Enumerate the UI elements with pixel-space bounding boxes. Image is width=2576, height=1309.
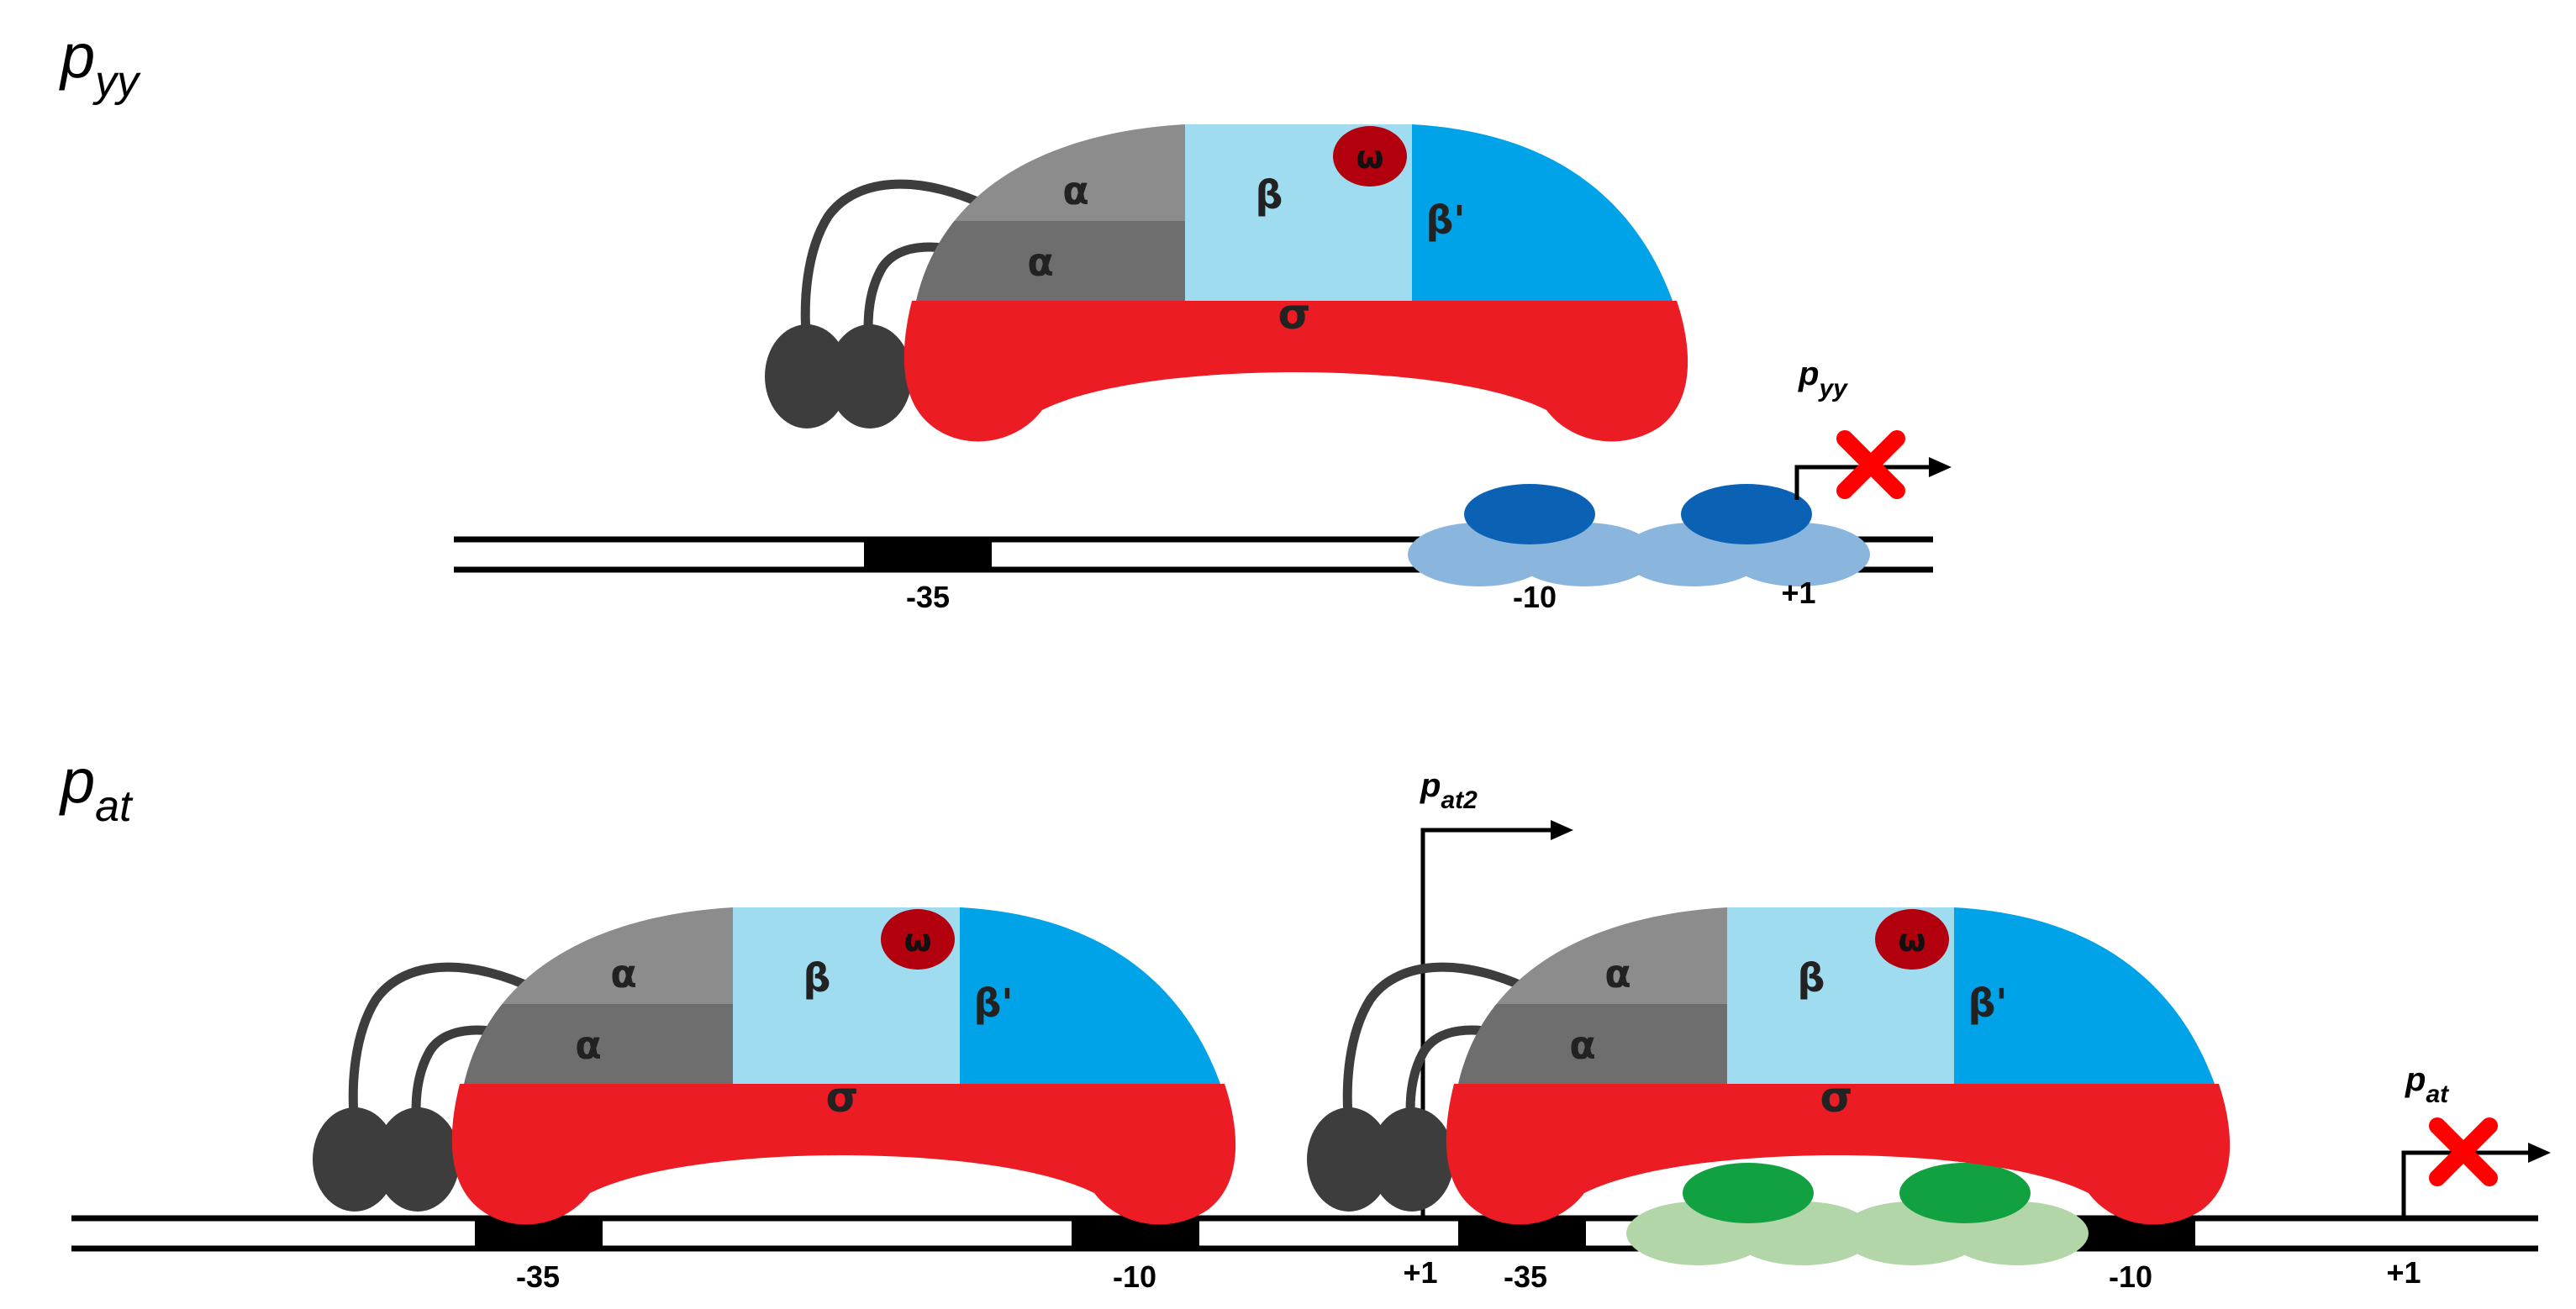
pos-minus35: -35 [906,580,950,614]
repressor-complex-blue [1408,484,1870,586]
transcription-start-arrow-pat2 [1420,828,1551,1218]
blocked-cross-icon [1836,430,1905,499]
transcription-start-arrow-pat [2401,1150,2528,1218]
sigma-label: σ [1278,290,1311,339]
beta-label: β [1256,172,1283,218]
pos-right-minus10: -10 [2109,1259,2152,1294]
pos-minus10: -10 [1513,580,1557,614]
alpha-label: α [1569,1022,1596,1068]
pos-plus1: +1 [1781,576,1815,610]
pos-left-minus10: -10 [1113,1259,1156,1294]
panel-bottom-title: pat [59,746,134,831]
alpha-label: α [1604,951,1631,996]
omega-label: ω [903,922,931,959]
panel-top: pyy α α β β' ω σ pyy [59,21,1952,614]
alpha-label: α [1062,168,1089,213]
pos-plus1-right: +1 [2386,1255,2421,1290]
rna-polymerase-top: α α β β' ω σ [765,116,1689,441]
rna-polymerase-left: α α β β' ω σ [313,899,1237,1224]
beta-prime-label: β' [1425,197,1465,243]
pos-plus1-mid: +1 [1403,1255,1437,1290]
box-minus35 [864,537,992,572]
repressor-complex-green [1626,1163,2089,1265]
beta-prime-label: β' [973,980,1013,1026]
beta-prime-label: β' [1968,980,2007,1026]
promoter-label-pat2: pat2 [1420,767,1478,814]
promoter-label-pat: pat [2405,1061,2450,1108]
pos-left-minus35: -35 [516,1259,560,1294]
pos-right-minus35: -35 [1504,1259,1547,1294]
alpha-label: α [1027,239,1054,285]
alpha-label: α [575,1022,602,1068]
omega-label: ω [1898,922,1925,959]
omega-label: ω [1356,139,1383,176]
promoter-label-pyy: pyy [1798,355,1848,402]
rna-polymerase-right: α α β β' ω σ [1307,899,2231,1224]
sigma-label: σ [826,1073,859,1122]
panel-bottom: pat pat2 α α β β' ω σ [59,746,2551,1294]
beta-label: β [1798,955,1825,1001]
sigma-label: σ [1820,1073,1853,1122]
panel-top-title: pyy [59,21,141,106]
beta-label: β [803,955,831,1001]
blocked-cross-icon [2429,1117,2498,1186]
alpha-label: α [610,951,637,996]
